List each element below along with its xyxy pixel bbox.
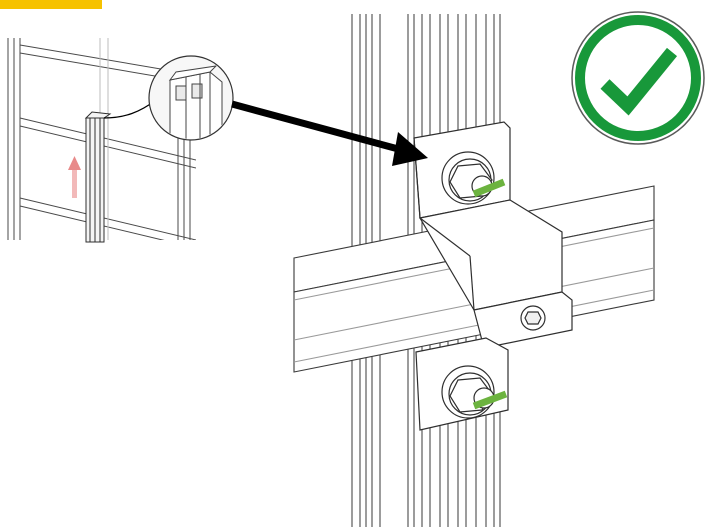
- check-circle-icon: [571, 11, 705, 145]
- profile-magnifier: [148, 55, 234, 141]
- corner-tab: [0, 0, 102, 9]
- arrow-right-icon: [231, 100, 428, 166]
- inset-rail: [84, 111, 112, 243]
- upper-nut: [441, 151, 506, 205]
- arrow-up-icon: [68, 156, 81, 198]
- inset-panel: [7, 38, 234, 243]
- lower-nut: [441, 365, 508, 419]
